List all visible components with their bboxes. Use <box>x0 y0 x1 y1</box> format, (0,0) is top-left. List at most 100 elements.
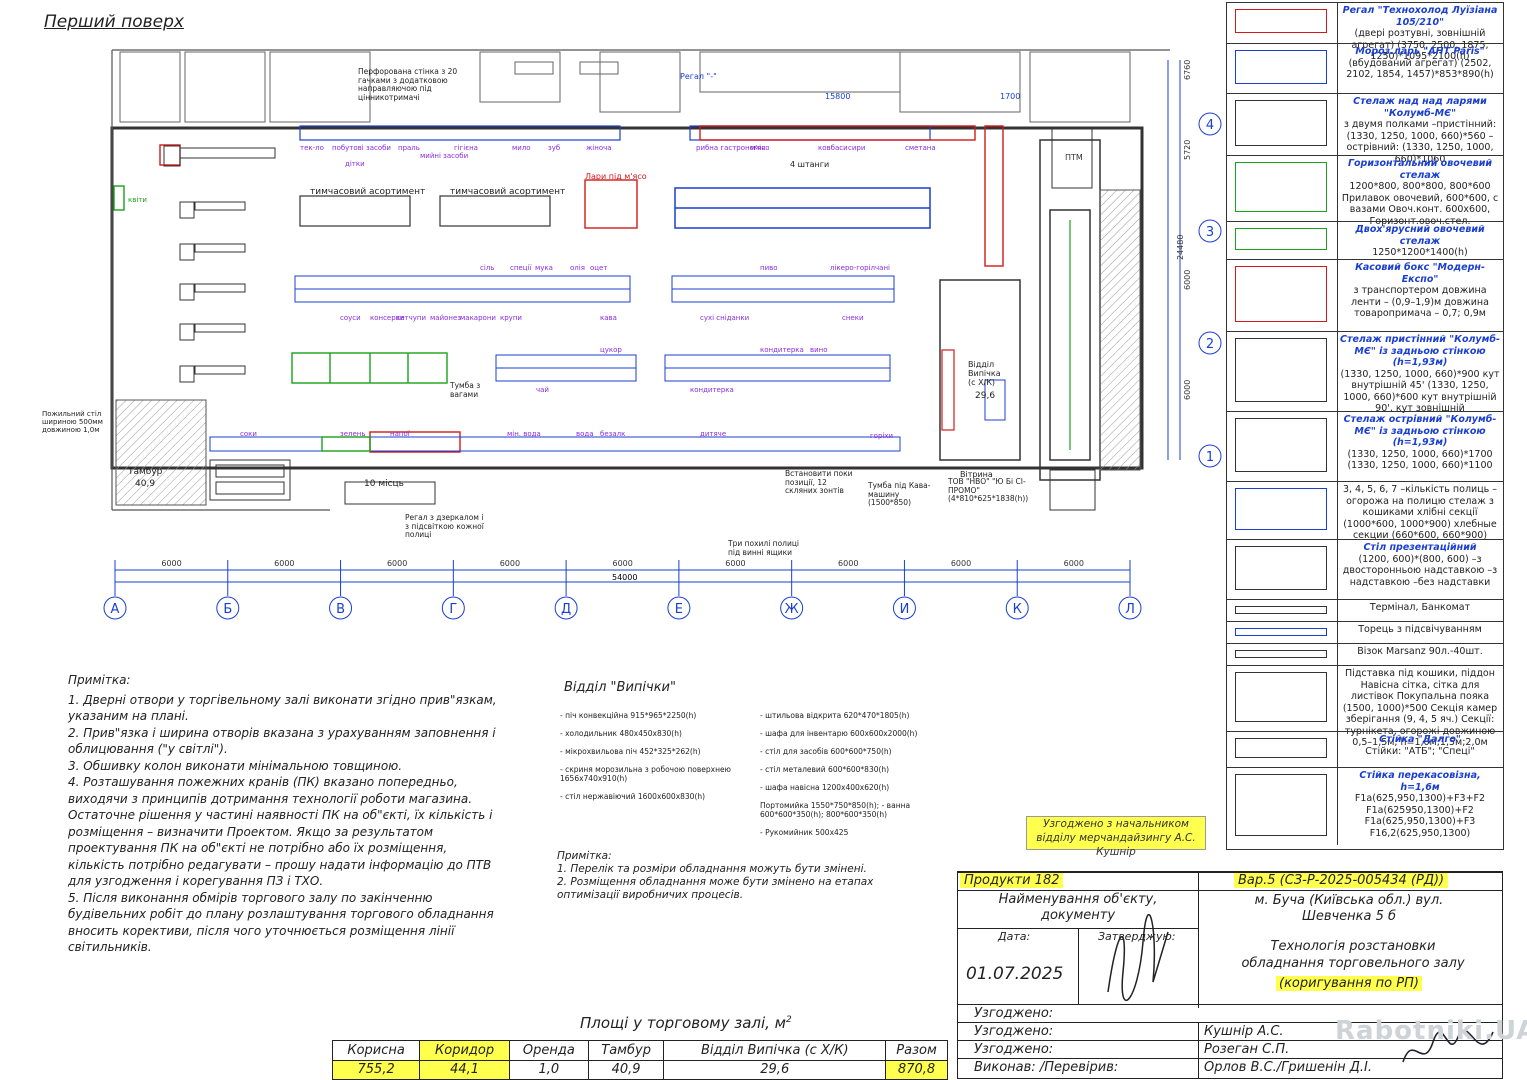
axis-letter: Л <box>1125 602 1135 617</box>
ptm-label: ПТМ <box>1065 153 1083 162</box>
shelf-label: мийні засоби <box>420 152 469 160</box>
axis-bubble <box>1198 112 1222 136</box>
axis-bubble <box>1005 596 1029 620</box>
wine-shelves-label: Три похилі полиці під винні ящики <box>728 539 800 557</box>
dim-total: 54000 <box>612 573 637 582</box>
legend-text: (1330, 1250, 1000, 660)*1700 (1330, 1250… <box>1347 448 1493 472</box>
tambur-area-value: 40,9 <box>135 479 156 489</box>
scales-stand-label: Тумба з вагами <box>450 381 481 399</box>
temp-assortment-label-2: тимчасовий асортимент <box>450 187 566 197</box>
axis-bubble <box>780 596 804 620</box>
shelf-label: вино <box>810 346 828 354</box>
agreed-label-2: Узгоджено: <box>974 1024 1054 1039</box>
legend-row: Підставка під кошики, піддон Навісна сіт… <box>1227 665 1503 748</box>
correction-note: (коригування по РП) <box>1276 976 1422 991</box>
name-label: Найменування об'єкту, документу <box>998 892 1158 923</box>
shelf-label: крупи <box>500 314 522 322</box>
date-value: 01.07.2025 <box>966 964 1064 984</box>
bakery-item: - штильова відкрита 620*470*1805(h) <box>760 711 910 720</box>
axis-bubble <box>667 596 691 620</box>
legend-text: 3, 4, 5, 6, 7 –кількість полиць –огорожа… <box>1342 484 1498 541</box>
legend-text: (двері розтувні, зовнішній агрегат) (375… <box>1351 28 1489 62</box>
shelf-label: безалк <box>600 430 626 438</box>
person-3: Орлов В.С./Гришенін Д.І. <box>1204 1060 1373 1075</box>
axis-letter: В <box>336 602 345 617</box>
approve-label: Затверджую: <box>1098 930 1176 943</box>
legend-text: Термінал, Банкомат <box>1369 602 1471 613</box>
areas-title: Площі у торговому залі, м2 <box>580 1014 792 1032</box>
doc-description: Технологія розстановки обладнання торгов… <box>1241 939 1465 971</box>
vendor-label: ТОВ "НВО" "Ю Бі СІ-ПРОМО" (4*810*625*183… <box>948 477 1029 503</box>
bakery-legend-title: Відділ "Випічки" <box>564 680 676 695</box>
shelf-label: ковбаси <box>818 144 848 152</box>
axis-bubble <box>1118 596 1142 620</box>
area-value: 870,8 <box>885 1059 948 1080</box>
shelf-label: зуб <box>548 144 561 152</box>
shelf-label: м'ясо <box>750 144 770 152</box>
dim-bottom: 6000 <box>274 559 294 568</box>
legend-text: (1330, 1250, 1000, 660)*900 кут внутрішн… <box>1340 368 1500 415</box>
shelf-label: кондитерка <box>760 346 804 354</box>
bakery-item: - холодильник 480х450х830(h) <box>560 729 682 738</box>
store-name: Продукти 182 <box>960 873 1064 888</box>
mirror-rack-label: Регал з дзеркалом і з підсвіткою кожної … <box>405 513 484 539</box>
bakery-note-item: 1. Перелік та розміри обладнання можуть … <box>557 863 867 875</box>
axis-bubble <box>103 596 127 620</box>
bakery-item: Портомийка 1550*750*850(h); - ванна 600*… <box>760 801 911 819</box>
dim-bottom: 6000 <box>838 559 858 568</box>
bakery-item: - мікрохвильова піч 452*325*262(h) <box>560 747 701 756</box>
legend-row: Регал "Технохолод Луїзіана 105/210"(двер… <box>1227 3 1503 62</box>
shelf-label: мін. вода <box>507 430 541 438</box>
approval-stamp: Узгоджено з начальником відділу мерчанда… <box>1026 816 1206 858</box>
areas-title-sup: 2 <box>786 1015 792 1025</box>
address: м. Буча (Київська обл.) вул. Шевченка 5 … <box>1254 893 1444 924</box>
dim-right: 24480 <box>1176 235 1185 260</box>
dim-right: 6760 <box>1183 60 1192 80</box>
legend-row: Візок Marsanz 90л.-40шт. <box>1227 643 1503 665</box>
dim-right: 5720 <box>1183 140 1192 160</box>
shelf-label: сири <box>848 144 866 152</box>
meat-chest-label: Лари під м'ясо <box>585 172 647 181</box>
shelf-label: оцет <box>590 264 608 272</box>
shelf-label: рибна гастрономія <box>696 144 766 152</box>
axis-bubble <box>892 596 916 620</box>
legend-text: (вбудований агрегат) (2502, 2102, 1854, … <box>1346 57 1494 81</box>
shelf-label: цукор <box>600 346 622 354</box>
legend-swatch <box>1227 600 1338 621</box>
shelf-label: зелень <box>340 430 366 438</box>
bakery-item: - стіл металевий 600*600*830(h) <box>760 765 890 774</box>
shelf-label: майонез <box>430 314 462 322</box>
legend-swatch <box>1227 44 1338 93</box>
legend-text: F1а(625,950,1300)+F3+F2 F1а(625950,1300)… <box>1354 793 1486 839</box>
shelf-label: лікеро-горілчані <box>830 264 890 272</box>
legend-text: Візок Marsanz 90л.-40шт. <box>1357 646 1483 657</box>
area-header: Тамбур <box>587 1040 665 1061</box>
agreed-label-1: Узгоджено: <box>974 1006 1054 1021</box>
dim-right: 6000 <box>1183 270 1192 290</box>
gondolas <box>209 275 901 452</box>
bakery-legend: Відділ "Випічки" - піч конвекційна 915*9… <box>560 680 960 846</box>
glass-umbrellas-label: Встановити поки позиції, 12 скляних зонт… <box>785 469 853 495</box>
shelf-label: мука <box>535 264 553 272</box>
legend-title: Стійка "Далго" <box>1379 734 1461 745</box>
shelf-label: соки <box>240 430 257 438</box>
axis-letter: Е <box>675 602 683 617</box>
bakery-area-value: 29,6 <box>975 391 996 401</box>
legend-row: Стіл презентаційний(1200, 600)*(800, 600… <box>1227 539 1503 599</box>
watermark: Rabotniki.UA <box>1335 1016 1527 1046</box>
axis-letter: А <box>111 602 120 617</box>
dim-bottom: 6000 <box>951 559 971 568</box>
rack-label: Регал "-" <box>680 72 717 81</box>
axis-letter: И <box>900 602 910 617</box>
area-header: Відділ Випічка (с Х/К) <box>663 1040 887 1061</box>
axis-letter: Ж <box>785 602 799 617</box>
dim-bottom: 6000 <box>1064 559 1084 568</box>
legend-swatch <box>1227 666 1338 731</box>
temp-assortment <box>299 195 551 227</box>
axis-number: 4 <box>1206 118 1214 133</box>
bakery-notes: Примітка: 1. Перелік та розміри обладнан… <box>557 850 937 902</box>
